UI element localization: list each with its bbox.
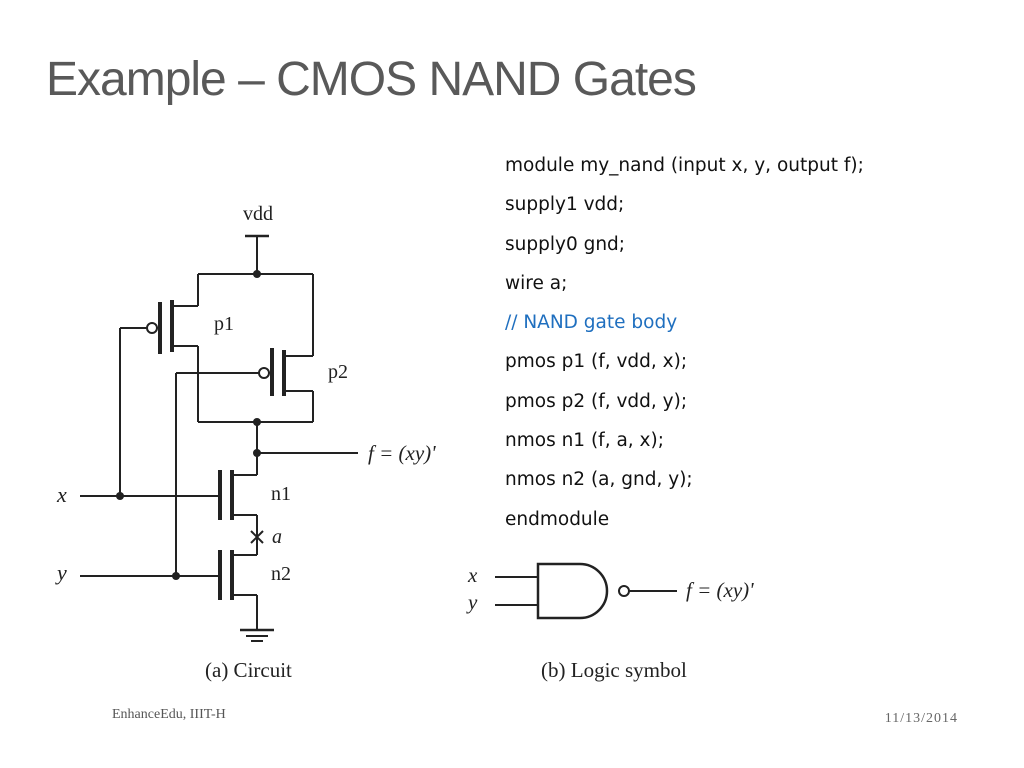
code-comment-line: // NAND gate body xyxy=(505,312,678,334)
code-line: pmos p1 (f, vdd, x); xyxy=(505,351,688,373)
code-line: supply0 gnd; xyxy=(505,233,626,255)
nand-logic-symbol xyxy=(495,562,677,620)
code-line: pmos p2 (f, vdd, y); xyxy=(505,390,688,412)
code-line: wire a; xyxy=(505,272,568,294)
symbol-labels: x y f = (xy)' (b) Logic symbol xyxy=(466,563,754,682)
n1-label: n1 xyxy=(271,483,291,505)
slide-title: Example – CMOS NAND Gates xyxy=(46,53,697,106)
symbol-caption: (b) Logic symbol xyxy=(541,658,687,682)
footer-date: 11/13/2014 xyxy=(884,711,958,726)
p2-label: p2 xyxy=(328,361,348,383)
code-line: endmodule xyxy=(505,508,610,530)
junction-dots xyxy=(116,270,261,580)
verilog-code-block: module my_nand (input x, y, output f); s… xyxy=(505,150,864,543)
symbol-x-label: x xyxy=(467,563,478,587)
code-line: nmos n2 (a, gnd, y); xyxy=(505,469,693,491)
circuit-output-label: f = (xy)' xyxy=(368,441,436,465)
p1-label: p1 xyxy=(214,313,234,335)
cmos-circuit xyxy=(80,234,358,642)
footer-source: EnhanceEdu, IIIT-H xyxy=(112,707,226,722)
symbol-y-label: y xyxy=(466,590,478,614)
code-line: supply1 vdd; xyxy=(505,194,625,216)
x-input-label: x xyxy=(56,482,67,507)
vdd-label: vdd xyxy=(243,203,273,225)
circuit-labels: vdd p1 p2 n1 n2 a x y f = (xy)' (a) Circ… xyxy=(55,203,436,682)
y-input-label: y xyxy=(55,560,67,585)
n2-label: n2 xyxy=(271,563,291,585)
symbol-output-label: f = (xy)' xyxy=(686,578,754,602)
code-line: nmos n1 (f, a, x); xyxy=(505,430,664,452)
circuit-caption: (a) Circuit xyxy=(205,658,292,682)
node-a-label: a xyxy=(272,526,282,548)
code-line: module my_nand (input x, y, output f); xyxy=(505,155,864,176)
